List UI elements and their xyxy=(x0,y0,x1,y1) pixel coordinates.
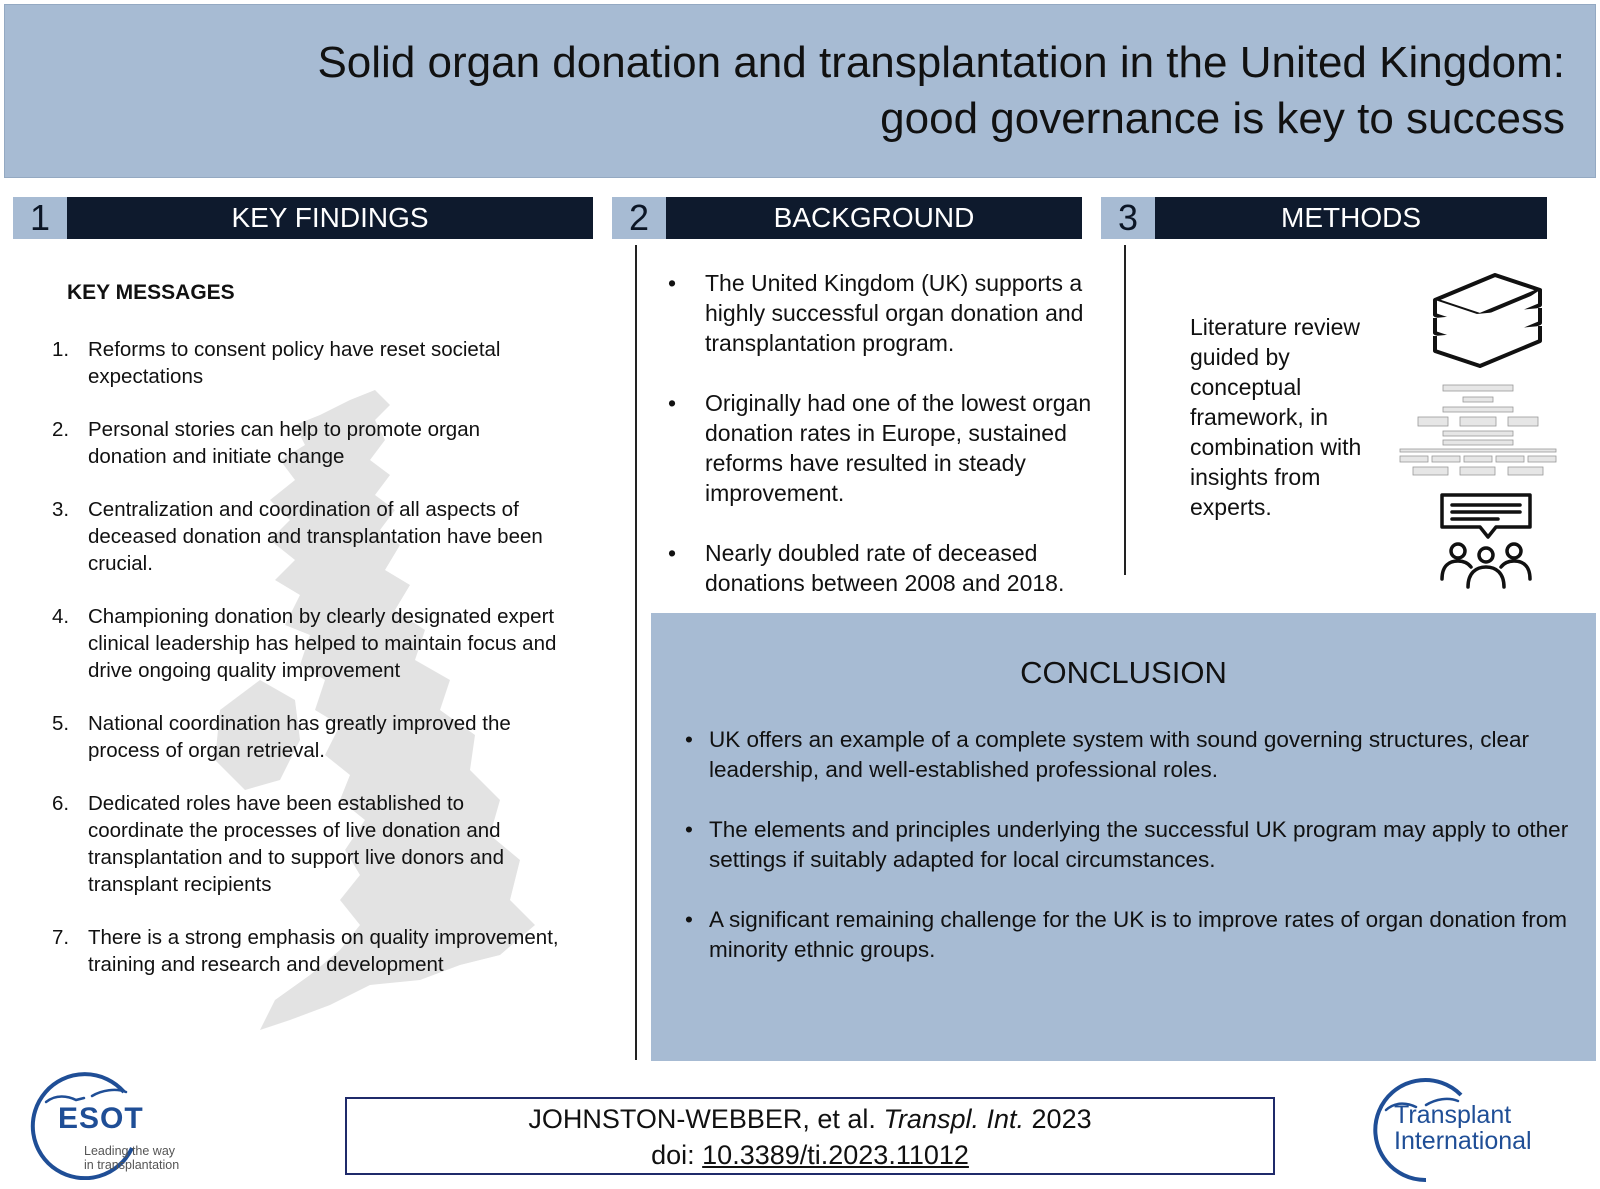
section-header-methods: 3 METHODS xyxy=(1101,197,1547,239)
item-text: Reforms to consent policy have reset soc… xyxy=(88,338,501,388)
item-text: Championing donation by clearly designat… xyxy=(88,605,557,682)
page-title: Solid organ donation and transplantation… xyxy=(165,35,1565,147)
item-text: Dedicated roles have been established to… xyxy=(88,792,504,896)
bullet-text: UK offers an example of a complete syste… xyxy=(709,727,1529,782)
bullet: • xyxy=(668,540,677,566)
list-item: 4. Championing donation by clearly design… xyxy=(52,603,562,684)
bullet: • xyxy=(668,270,677,296)
framework-diagram-icon xyxy=(1399,384,1557,476)
item-text: Centralization and coordination of all a… xyxy=(88,498,543,575)
bullet: • xyxy=(668,390,677,416)
conclusion-list: • UK offers an example of a complete syst… xyxy=(685,725,1575,965)
doi-link[interactable]: 10.3389/ti.2023.11012 xyxy=(702,1140,969,1170)
item-number: 6. xyxy=(52,792,70,815)
list-item: 5. National coordination has greatly impr… xyxy=(52,710,562,764)
list-item: • A significant remaining challenge for t… xyxy=(685,905,1575,965)
item-number: 1. xyxy=(52,338,70,361)
ti-wordmark: Transplant International xyxy=(1394,1102,1532,1154)
discussion-group-icon xyxy=(1440,493,1532,589)
citation-box: JOHNSTON-WEBBER, et al. Transpl. Int. 20… xyxy=(345,1097,1275,1175)
section-label: KEY FINDINGS xyxy=(67,197,593,239)
esot-tagline-line-2: in transplantation xyxy=(84,1158,180,1172)
list-item: • The United Kingdom (UK) supports a high… xyxy=(668,268,1138,358)
esot-wordmark: ESOT xyxy=(58,1102,144,1135)
key-messages-list: 1. Reforms to consent policy have reset s… xyxy=(52,336,562,978)
list-item: • UK offers an example of a complete syst… xyxy=(685,725,1575,785)
bullet: • xyxy=(685,817,693,842)
list-item: 6. Dedicated roles have been established … xyxy=(52,790,562,898)
header-banner: Solid organ donation and transplantation… xyxy=(4,4,1596,178)
item-number: 2. xyxy=(52,418,70,441)
list-item: 1. Reforms to consent policy have reset s… xyxy=(52,336,562,390)
citation-journal: Transpl. Int. xyxy=(883,1104,1025,1134)
section-number: 1 xyxy=(13,197,67,239)
bullet-text: Nearly doubled rate of deceased donation… xyxy=(705,540,1065,596)
item-text: There is a strong emphasis on quality im… xyxy=(88,926,559,976)
esot-tagline: Leading the way in transplantation xyxy=(84,1144,179,1172)
section-label: BACKGROUND xyxy=(666,197,1082,239)
bullet-text: A significant remaining challenge for th… xyxy=(709,907,1567,962)
key-messages-heading: KEY MESSAGES xyxy=(67,281,235,304)
section-number: 3 xyxy=(1101,197,1155,239)
item-number: 3. xyxy=(52,498,70,521)
bullet-text: Originally had one of the lowest organ d… xyxy=(705,390,1092,506)
esot-logo: ESOT Leading the way in transplantation xyxy=(24,1070,224,1188)
item-text: Personal stories can help to promote org… xyxy=(88,418,481,468)
bullet-text: The elements and principles underlying t… xyxy=(709,817,1569,872)
section-header-background: 2 BACKGROUND xyxy=(612,197,1082,239)
item-text: National coordination has greatly improv… xyxy=(88,712,511,762)
list-item: • Originally had one of the lowest organ … xyxy=(668,388,1138,508)
transplant-international-logo: Transplant International xyxy=(1366,1075,1598,1185)
doi-label: doi: xyxy=(651,1140,695,1170)
divider-line xyxy=(635,245,637,1060)
title-line-2: good governance is key to success xyxy=(880,94,1565,143)
citation-year: 2023 xyxy=(1031,1104,1092,1134)
ti-wordmark-line-1: Transplant xyxy=(1394,1101,1512,1129)
list-item: 7. There is a strong emphasis on quality … xyxy=(52,924,562,978)
bullet: • xyxy=(685,727,693,752)
section-label: METHODS xyxy=(1155,197,1547,239)
ti-emblem-icon xyxy=(1373,1078,1463,1183)
list-item: 3. Centralization and coordination of all… xyxy=(52,496,562,577)
uk-map-icon xyxy=(215,390,535,1030)
list-item: • Nearly doubled rate of deceased donatio… xyxy=(668,538,1138,598)
citation-line-1: JOHNSTON-WEBBER, et al. Transpl. Int. 20… xyxy=(347,1101,1273,1137)
list-item: 2. Personal stories can help to promote o… xyxy=(52,416,562,470)
citation-authors: JOHNSTON-WEBBER, et al. xyxy=(528,1104,876,1134)
books-icon xyxy=(1433,273,1542,368)
esot-tagline-line-1: Leading the way xyxy=(84,1144,176,1158)
item-number: 4. xyxy=(52,605,70,628)
methods-text: Literature review guided by conceptual f… xyxy=(1190,314,1362,520)
section-number: 2 xyxy=(612,197,666,239)
bullet-text: The United Kingdom (UK) supports a highl… xyxy=(705,270,1084,356)
item-number: 5. xyxy=(52,712,70,735)
conclusion-heading: CONCLUSION xyxy=(1020,655,1227,690)
ti-wordmark-line-2: International xyxy=(1394,1127,1532,1155)
list-item: • The elements and principles underlying … xyxy=(685,815,1575,875)
esot-emblem-icon xyxy=(30,1072,134,1180)
bullet: • xyxy=(685,907,693,932)
title-line-1: Solid organ donation and transplantation… xyxy=(317,38,1565,87)
background-list: • The United Kingdom (UK) supports a high… xyxy=(668,268,1138,598)
divider-line xyxy=(1124,245,1126,575)
conclusion-panel: CONCLUSION • UK offers an example of a co… xyxy=(651,613,1596,1061)
citation-line-2: doi: 10.3389/ti.2023.11012 xyxy=(347,1137,1273,1173)
item-number: 7. xyxy=(52,926,70,949)
section-header-key-findings: 1 KEY FINDINGS xyxy=(13,197,593,239)
